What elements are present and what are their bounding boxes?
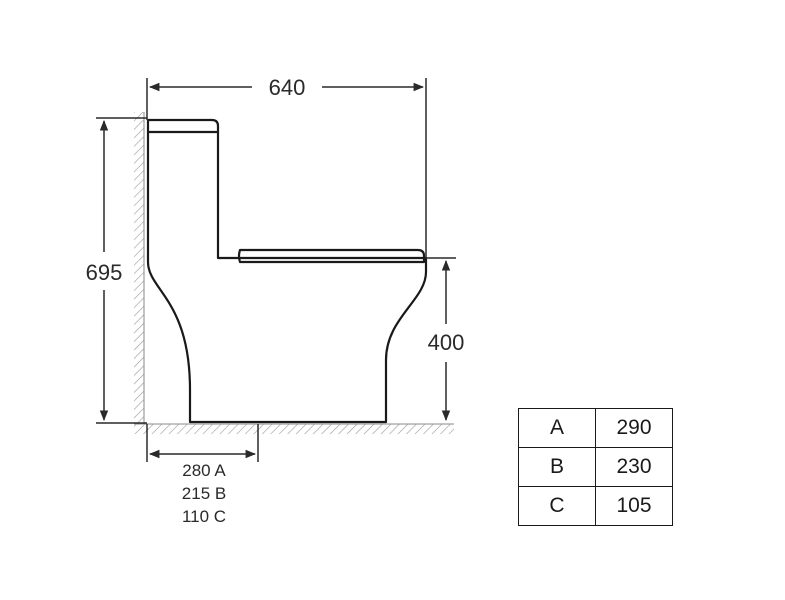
table-row: A 290 <box>518 408 673 448</box>
rough-in-table: A 290 B 230 C 105 <box>518 408 673 526</box>
table-cell-key: A <box>518 408 596 448</box>
width-label: 640 <box>269 75 306 100</box>
toilet-outline <box>146 118 428 424</box>
height-dimension <box>96 117 147 424</box>
table-cell-value: 105 <box>595 486 673 526</box>
rough-in-label-c: 110 C <box>182 507 226 526</box>
floor <box>134 423 454 434</box>
rough-in-label-a: 280 A <box>182 461 226 480</box>
table-cell-key: B <box>518 447 596 487</box>
table-row: C 105 <box>518 486 673 526</box>
height-label: 695 <box>86 260 123 285</box>
width-dimension <box>146 78 427 258</box>
table-cell-value: 290 <box>595 408 673 448</box>
rough-in-dimension <box>146 424 259 462</box>
rough-in-label-b: 215 B <box>182 484 226 503</box>
table-row: B 230 <box>518 447 673 487</box>
table-cell-value: 230 <box>595 447 673 487</box>
seat-height-dimension <box>426 257 456 422</box>
wall <box>134 112 145 424</box>
table-cell-key: C <box>518 486 596 526</box>
seat-height-label: 400 <box>428 330 465 355</box>
